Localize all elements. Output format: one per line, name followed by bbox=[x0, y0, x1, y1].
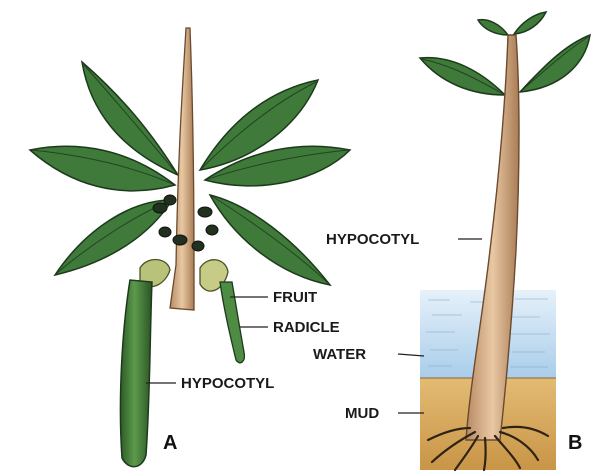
label-water: WATER bbox=[313, 346, 366, 363]
label-hypocotyl-a: HYPOCOTYL bbox=[181, 375, 274, 392]
label-fruit: FRUIT bbox=[273, 289, 317, 306]
leaf-b-top-right bbox=[514, 12, 546, 34]
panel-a-radicle bbox=[220, 282, 244, 363]
panel-label-a: A bbox=[163, 432, 177, 454]
leaf-b-right bbox=[520, 35, 590, 92]
leaf-b-top-left bbox=[478, 20, 508, 35]
panel-label-b: B bbox=[568, 432, 582, 454]
label-mud: MUD bbox=[345, 405, 379, 422]
panel-b: HYPOCOTYL WATER MUD B bbox=[313, 12, 590, 470]
panel-a: FRUIT RADICLE HYPOCOTYL A bbox=[30, 28, 350, 467]
panel-a-hypocotyl bbox=[120, 280, 152, 467]
label-radicle: RADICLE bbox=[273, 319, 340, 336]
leaf-b-left bbox=[420, 58, 505, 95]
label-hypocotyl-b: HYPOCOTYL bbox=[326, 231, 419, 248]
